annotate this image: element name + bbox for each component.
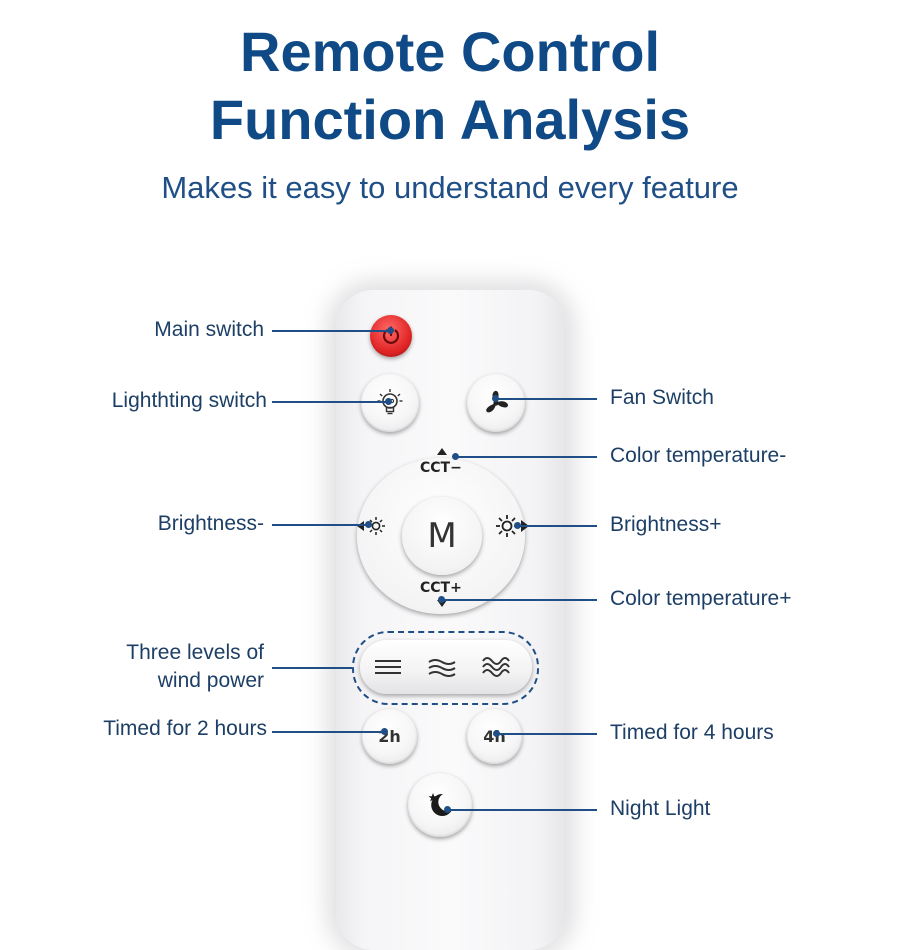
label-night-light: Night Light (610, 797, 711, 820)
moon-star-icon (428, 793, 452, 816)
brightness-down-icon (357, 517, 385, 535)
wind-low-button[interactable] (372, 655, 404, 679)
wind-high-button[interactable] (480, 654, 512, 680)
leader-timed-4 (493, 730, 597, 736)
label-color-temp-plus: Color temperature+ (610, 587, 792, 610)
leader-lighting-switch (272, 398, 392, 404)
leader-main-switch (272, 327, 394, 333)
wind-low-icon (375, 660, 401, 674)
wind-mid-icon (428, 659, 456, 677)
leader-color-temp-plus (438, 596, 597, 602)
timer-2h-button[interactable]: 2h (362, 709, 417, 764)
leader-color-temp-minus (452, 453, 597, 459)
cct-plus-button[interactable]: CCT+ (420, 580, 462, 596)
leader-fan-switch (492, 395, 597, 401)
label-brightness-plus: Brightness+ (610, 513, 722, 536)
label-wind-power-line1: Three levels of (126, 641, 264, 664)
fan-icon (486, 390, 508, 413)
wind-high-icon (482, 657, 510, 677)
leader-wind-power (272, 667, 352, 669)
cct-minus-button[interactable]: CCT− (420, 460, 462, 476)
cct-minus-arrow-icon (437, 448, 447, 455)
label-color-temp-minus: Color temperature- (610, 444, 787, 467)
label-timed-4: Timed for 4 hours (610, 721, 774, 744)
page-title-line2: Function Analysis (209, 88, 691, 151)
leader-brightness-plus (514, 522, 597, 528)
page-subtitle: Makes it easy to understand every featur… (161, 170, 739, 205)
leader-night-light (444, 806, 597, 812)
power-button[interactable] (370, 315, 412, 357)
fan-button[interactable] (467, 374, 525, 432)
label-brightness-minus: Brightness- (157, 512, 264, 535)
timer-4h-label: 4h (483, 727, 506, 746)
brightness-minus-button[interactable] (357, 514, 391, 538)
mode-button[interactable]: M (402, 497, 482, 575)
label-wind-power-line2: wind power (157, 669, 264, 692)
leader-timed-2 (272, 728, 388, 734)
label-main-switch: Main switch (154, 318, 264, 341)
wind-power-highlight (352, 631, 539, 705)
leader-brightness-minus (272, 521, 372, 527)
page-title-line1: Remote Control (240, 20, 660, 83)
label-fan-switch: Fan Switch (610, 386, 714, 409)
wind-mid-button[interactable] (426, 655, 458, 679)
timer-4h-button[interactable]: 4h (467, 709, 522, 764)
label-timed-2: Timed for 2 hours (103, 717, 267, 740)
night-light-button[interactable] (408, 773, 472, 837)
label-lighting-switch: Lighthting switch (111, 389, 267, 412)
